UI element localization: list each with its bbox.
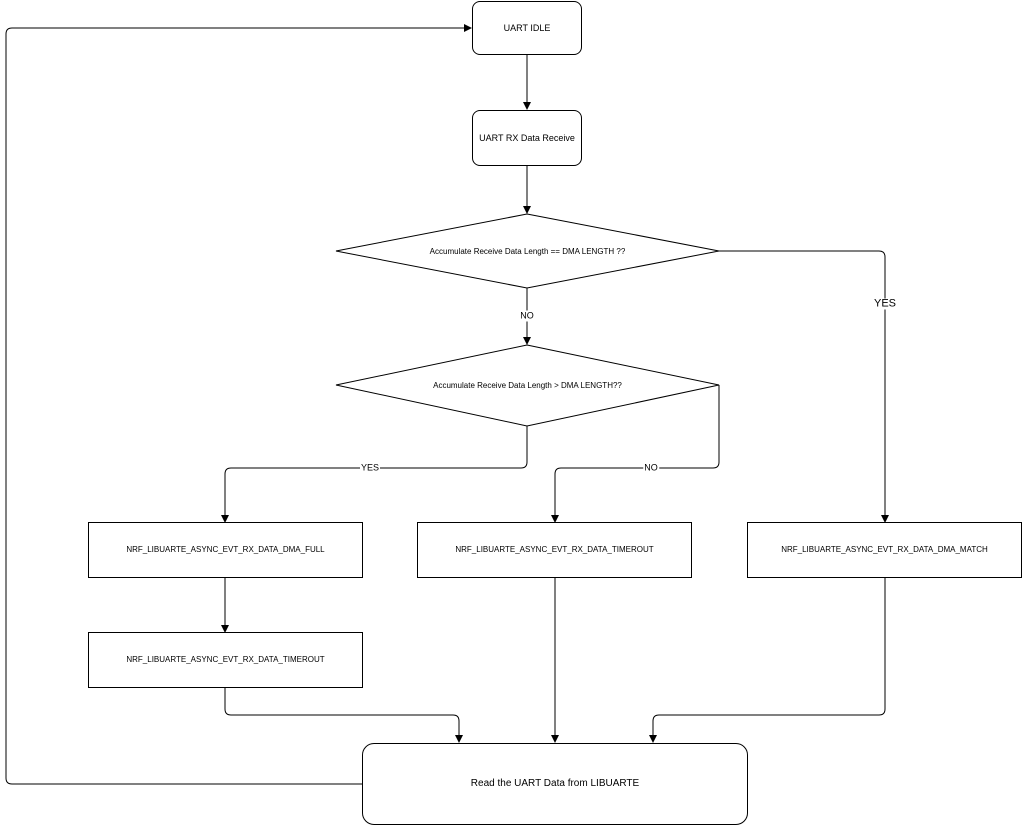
edge-greater-yes [221,426,528,523]
node-timerout-left: NRF_LIBUARTE_ASYNC_EVT_RX_DATA_TIMEROUT [88,632,363,688]
node-dma-match: NRF_LIBUARTE_ASYNC_EVT_RX_DATA_DMA_MATCH [747,522,1022,578]
edge-match-to-read [649,578,886,743]
decision-greater-label: Accumulate Receive Data Length > DMA LEN… [433,380,622,390]
edge-greater-no [551,385,720,523]
node-read-data-label: Read the UART Data from LIBUARTE [470,778,640,789]
node-uart-idle-label: UART IDLE [503,22,551,33]
edge-label-equal-no: NO [519,310,535,322]
node-dma-full-label: NRF_LIBUARTE_ASYNC_EVT_RX_DATA_DMA_FULL [126,545,325,555]
node-timerout-left-label: NRF_LIBUARTE_ASYNC_EVT_RX_DATA_TIMEROUT [126,655,325,665]
node-uart-idle: UART IDLE [472,1,582,55]
edge-label-greater-yes: YES [359,462,381,474]
decision-equal-label: Accumulate Receive Data Length == DMA LE… [429,246,626,256]
edge-timerout-left-to-read [224,688,463,743]
node-timerout-mid-label: NRF_LIBUARTE_ASYNC_EVT_RX_DATA_TIMEROUT [455,545,654,555]
node-read-data: Read the UART Data from LIBUARTE [362,743,748,825]
node-dma-match-label: NRF_LIBUARTE_ASYNC_EVT_RX_DATA_DMA_MATCH [781,545,988,555]
edge-equal-yes [719,250,889,523]
node-rx-receive: UART RX Data Receive [472,110,582,166]
edge-label-greater-no: NO [643,462,659,474]
edge-label-equal-yes: YES [872,297,898,310]
node-timerout-mid: NRF_LIBUARTE_ASYNC_EVT_RX_DATA_TIMEROUT [417,522,692,578]
node-dma-full: NRF_LIBUARTE_ASYNC_EVT_RX_DATA_DMA_FULL [88,522,363,578]
edge-read-to-idle [5,24,472,785]
node-rx-receive-label: UART RX Data Receive [479,132,575,143]
